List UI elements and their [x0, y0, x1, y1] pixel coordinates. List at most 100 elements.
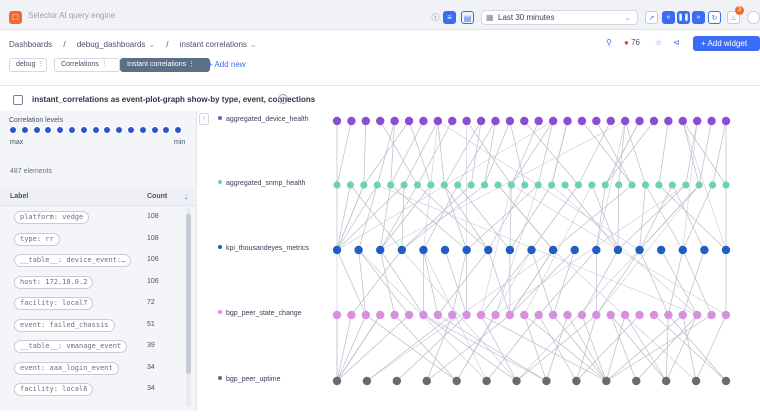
graph-node[interactable] — [592, 310, 601, 320]
graph-node[interactable] — [507, 181, 515, 189]
graph-node[interactable] — [373, 181, 381, 189]
graph-node[interactable] — [707, 310, 716, 320]
breadcrumb-dashboards[interactable]: Dashboards — [9, 40, 53, 49]
graph-node[interactable] — [361, 116, 371, 126]
graph-node[interactable] — [628, 181, 636, 189]
graph-node[interactable] — [392, 376, 402, 386]
graph-node[interactable] — [527, 245, 536, 255]
graph-node[interactable] — [563, 310, 572, 320]
graph-node[interactable] — [707, 116, 716, 126]
chevron-down-icon[interactable]: ⌄ — [148, 40, 156, 49]
graph-node[interactable] — [606, 310, 615, 320]
graph-node[interactable] — [721, 116, 731, 126]
graph-node[interactable] — [682, 181, 690, 189]
graph-node[interactable] — [548, 245, 558, 255]
graph-node[interactable] — [362, 376, 372, 386]
graph-node[interactable] — [656, 245, 666, 255]
correlation-level-dot[interactable] — [79, 126, 88, 134]
graph-node[interactable] — [649, 116, 659, 126]
forward-icon[interactable]: » — [692, 11, 705, 24]
table-row[interactable]: __table__: device_event:…106 — [0, 251, 184, 270]
graph-node[interactable] — [505, 245, 515, 255]
time-range-selector[interactable]: ▦ Last 30 minutes ⌄ — [481, 10, 638, 25]
user-avatar[interactable] — [747, 11, 760, 24]
star-icon[interactable]: ☆ — [655, 38, 663, 47]
graph-node[interactable] — [708, 181, 717, 189]
graph-node[interactable] — [419, 116, 428, 126]
share-icon[interactable]: ⊲ — [673, 38, 680, 47]
graph-node[interactable] — [635, 245, 644, 255]
query-search-input[interactable]: Selector AI query engine — [28, 11, 116, 20]
graph-node[interactable] — [452, 376, 461, 386]
correlation-level-dot[interactable] — [174, 126, 183, 134]
graph-node[interactable] — [454, 181, 462, 189]
more-icon[interactable]: ⋮ — [37, 61, 45, 68]
chat-icon[interactable]: ▤ — [461, 11, 474, 24]
graph-node[interactable] — [601, 181, 609, 189]
graph-node[interactable] — [668, 181, 676, 189]
chevron-down-icon[interactable]: ⌄ — [249, 40, 257, 49]
graph-node[interactable] — [404, 310, 414, 320]
graph-node[interactable] — [588, 181, 596, 189]
graph-node[interactable] — [692, 310, 702, 320]
graph-node[interactable] — [520, 310, 529, 320]
info-icon[interactable]: i — [278, 94, 288, 104]
correlation-level-dot[interactable] — [138, 126, 147, 134]
label-pill[interactable]: platform: vedge — [14, 211, 90, 224]
graph-node[interactable] — [722, 181, 730, 189]
rewind-icon[interactable]: « — [662, 11, 675, 24]
graph-node[interactable] — [606, 116, 615, 126]
graph-node[interactable] — [692, 116, 702, 126]
graph-node[interactable] — [397, 245, 407, 255]
tab-instant-correlations[interactable]: Instant correlations ⋮ — [120, 58, 210, 72]
graph-node[interactable] — [512, 376, 521, 386]
pause-icon[interactable]: ❚❚ — [677, 11, 690, 24]
graph-node[interactable] — [440, 181, 448, 189]
correlation-level-dot[interactable] — [150, 126, 159, 134]
graph-node[interactable] — [462, 116, 471, 126]
graph-node[interactable] — [462, 310, 471, 320]
graph-node[interactable] — [347, 116, 356, 126]
graph-node[interactable] — [462, 245, 471, 255]
search-icon[interactable]: ⚲ — [606, 38, 612, 47]
add-new-tab-button[interactable]: + Add new — [208, 60, 246, 69]
graph-node[interactable] — [592, 245, 601, 255]
graph-node[interactable] — [635, 116, 644, 126]
graph-node[interactable] — [346, 181, 355, 189]
graph-node[interactable] — [376, 245, 385, 255]
correlation-level-dot[interactable] — [91, 126, 100, 134]
graph-node[interactable] — [655, 181, 663, 189]
graph-node[interactable] — [491, 310, 500, 320]
graph-node[interactable] — [360, 181, 368, 189]
correlation-level-dot[interactable] — [127, 126, 135, 134]
more-icon[interactable]: ⋮ — [100, 61, 108, 68]
graph-node[interactable] — [664, 116, 673, 126]
graph-node[interactable] — [361, 310, 371, 320]
label-pill[interactable]: facility: local7 — [14, 297, 94, 310]
label-pill[interactable]: type: rr — [14, 232, 60, 246]
correlation-level-dot[interactable] — [56, 126, 65, 134]
graph-node[interactable] — [484, 245, 493, 255]
graph-node[interactable] — [649, 310, 659, 320]
graph-node[interactable] — [404, 116, 414, 126]
graph-node[interactable] — [433, 310, 443, 320]
breadcrumb-instant-correlations[interactable]: instant correlations — [179, 40, 247, 49]
correlation-level-dot[interactable] — [32, 126, 41, 134]
graph-node[interactable] — [476, 116, 486, 126]
graph-node[interactable] — [440, 245, 450, 255]
graph-node[interactable] — [620, 310, 630, 320]
graph-node[interactable] — [332, 376, 342, 386]
graph-node[interactable] — [678, 310, 687, 320]
info-icon[interactable]: ⓘ — [431, 13, 440, 22]
correlation-level-dot[interactable] — [9, 126, 17, 134]
graph-node[interactable] — [577, 116, 587, 126]
graph-node[interactable] — [376, 116, 385, 126]
graph-node[interactable] — [632, 376, 641, 386]
graph-node[interactable] — [721, 245, 731, 255]
graph-node[interactable] — [332, 245, 342, 255]
graph-node[interactable] — [620, 116, 630, 126]
graph-node[interactable] — [534, 181, 542, 189]
